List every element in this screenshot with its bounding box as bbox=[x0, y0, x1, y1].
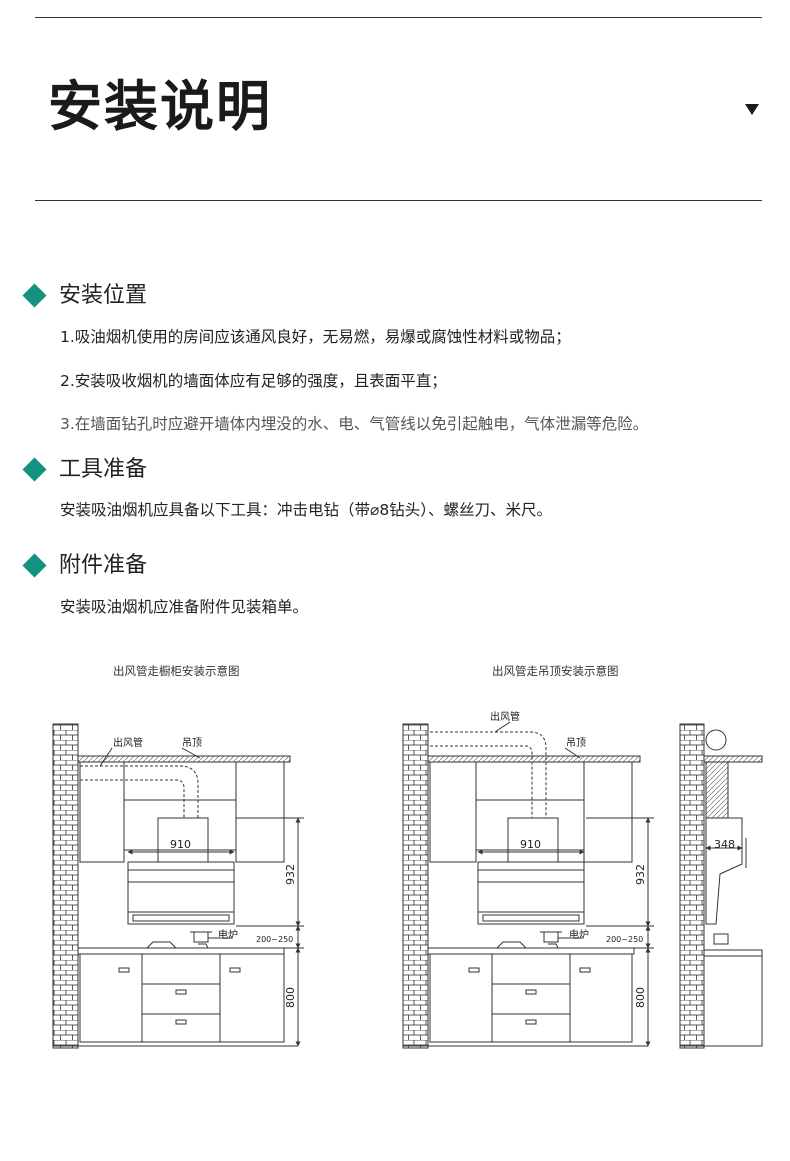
base-cabinet bbox=[491, 953, 571, 1043]
duct-elbow bbox=[705, 729, 727, 751]
gap-label: 200~250 bbox=[256, 935, 293, 944]
list-item: 2.安装吸收烟机的墙面体应有足够的强度，且表面平直； bbox=[60, 372, 447, 390]
ceiling-label: 吊顶 bbox=[182, 737, 202, 749]
section-title: 安装位置 bbox=[59, 283, 148, 308]
hood-body bbox=[127, 861, 235, 925]
upper-cabinet bbox=[583, 761, 633, 863]
wall bbox=[402, 723, 429, 1049]
duct-label: 出风管 bbox=[490, 710, 520, 723]
triangle-down-icon bbox=[745, 104, 759, 115]
wall bbox=[52, 723, 79, 1049]
duct-label: 出风管 bbox=[113, 736, 143, 749]
ceiling-label: 吊顶 bbox=[566, 737, 586, 749]
upper-cabinet bbox=[79, 761, 125, 863]
list-item: 1.吸油烟机使用的房间应该通风良好，无易燃，易爆或腐蚀性材料或物品； bbox=[60, 328, 571, 346]
wall bbox=[679, 723, 705, 1049]
ceiling bbox=[703, 755, 763, 763]
ceiling bbox=[77, 755, 291, 763]
counter-height-label: 800 bbox=[634, 987, 647, 1008]
stove-pot bbox=[193, 931, 209, 943]
upper-cabinet bbox=[123, 761, 237, 851]
list-item: 安装吸油烟机应具备以下工具：冲击电钻（带⌀8钻头）、螺丝刀、米尺。 bbox=[60, 501, 552, 519]
diagram-side-view bbox=[679, 723, 763, 1049]
list-item: 3.在墙面钻孔时应避开墙体内埋没的水、电、气管线以免引起触电，气体泄漏等危险。 bbox=[60, 415, 649, 433]
section-title: 工具准备 bbox=[59, 457, 148, 482]
stove bbox=[496, 941, 527, 949]
countertop bbox=[427, 947, 635, 955]
gap-label: 200~250 bbox=[606, 935, 643, 944]
upper-cabinet bbox=[235, 761, 285, 863]
hood-height-label: 932 bbox=[284, 864, 297, 885]
width-label: 910 bbox=[170, 838, 191, 851]
diagram-caption: 出风管走吊顶安装示意图 bbox=[492, 664, 619, 678]
countertop bbox=[77, 947, 285, 955]
hood-side bbox=[705, 817, 743, 925]
duct-riser bbox=[705, 761, 729, 819]
upper-cabinet bbox=[475, 761, 585, 851]
section-title: 附件准备 bbox=[59, 553, 148, 578]
ceiling bbox=[427, 755, 641, 763]
base-cabinet bbox=[429, 953, 493, 1043]
stove-label: 电炉 bbox=[218, 928, 238, 941]
stove-pot bbox=[713, 933, 729, 945]
base-cabinet bbox=[79, 953, 143, 1043]
page-title: 安装说明 bbox=[48, 75, 272, 138]
top-rule bbox=[35, 17, 762, 18]
base-cabinet bbox=[569, 953, 633, 1043]
stove bbox=[146, 941, 177, 949]
stove-label: 电炉 bbox=[569, 928, 589, 941]
base-cabinet bbox=[141, 953, 221, 1043]
diagram-ceiling-route bbox=[402, 721, 654, 1049]
stove-pot bbox=[543, 931, 559, 943]
header-bottom-rule bbox=[35, 200, 762, 201]
diagram-caption: 出风管走橱柜安装示意图 bbox=[113, 664, 240, 678]
diagram-cabinet-route bbox=[52, 723, 304, 1049]
base-cabinet bbox=[219, 953, 285, 1043]
width-label: 910 bbox=[520, 838, 541, 851]
counter-height-label: 800 bbox=[284, 987, 297, 1008]
depth-label: 348 bbox=[714, 838, 735, 851]
counter-side bbox=[704, 949, 763, 1047]
exhaust-duct bbox=[430, 731, 547, 818]
hood-height-label: 932 bbox=[634, 864, 647, 885]
upper-cabinet bbox=[429, 761, 477, 863]
hood-body bbox=[477, 861, 585, 925]
list-item: 安装吸油烟机应准备附件见装箱单。 bbox=[60, 598, 309, 616]
exhaust-duct bbox=[80, 765, 199, 818]
